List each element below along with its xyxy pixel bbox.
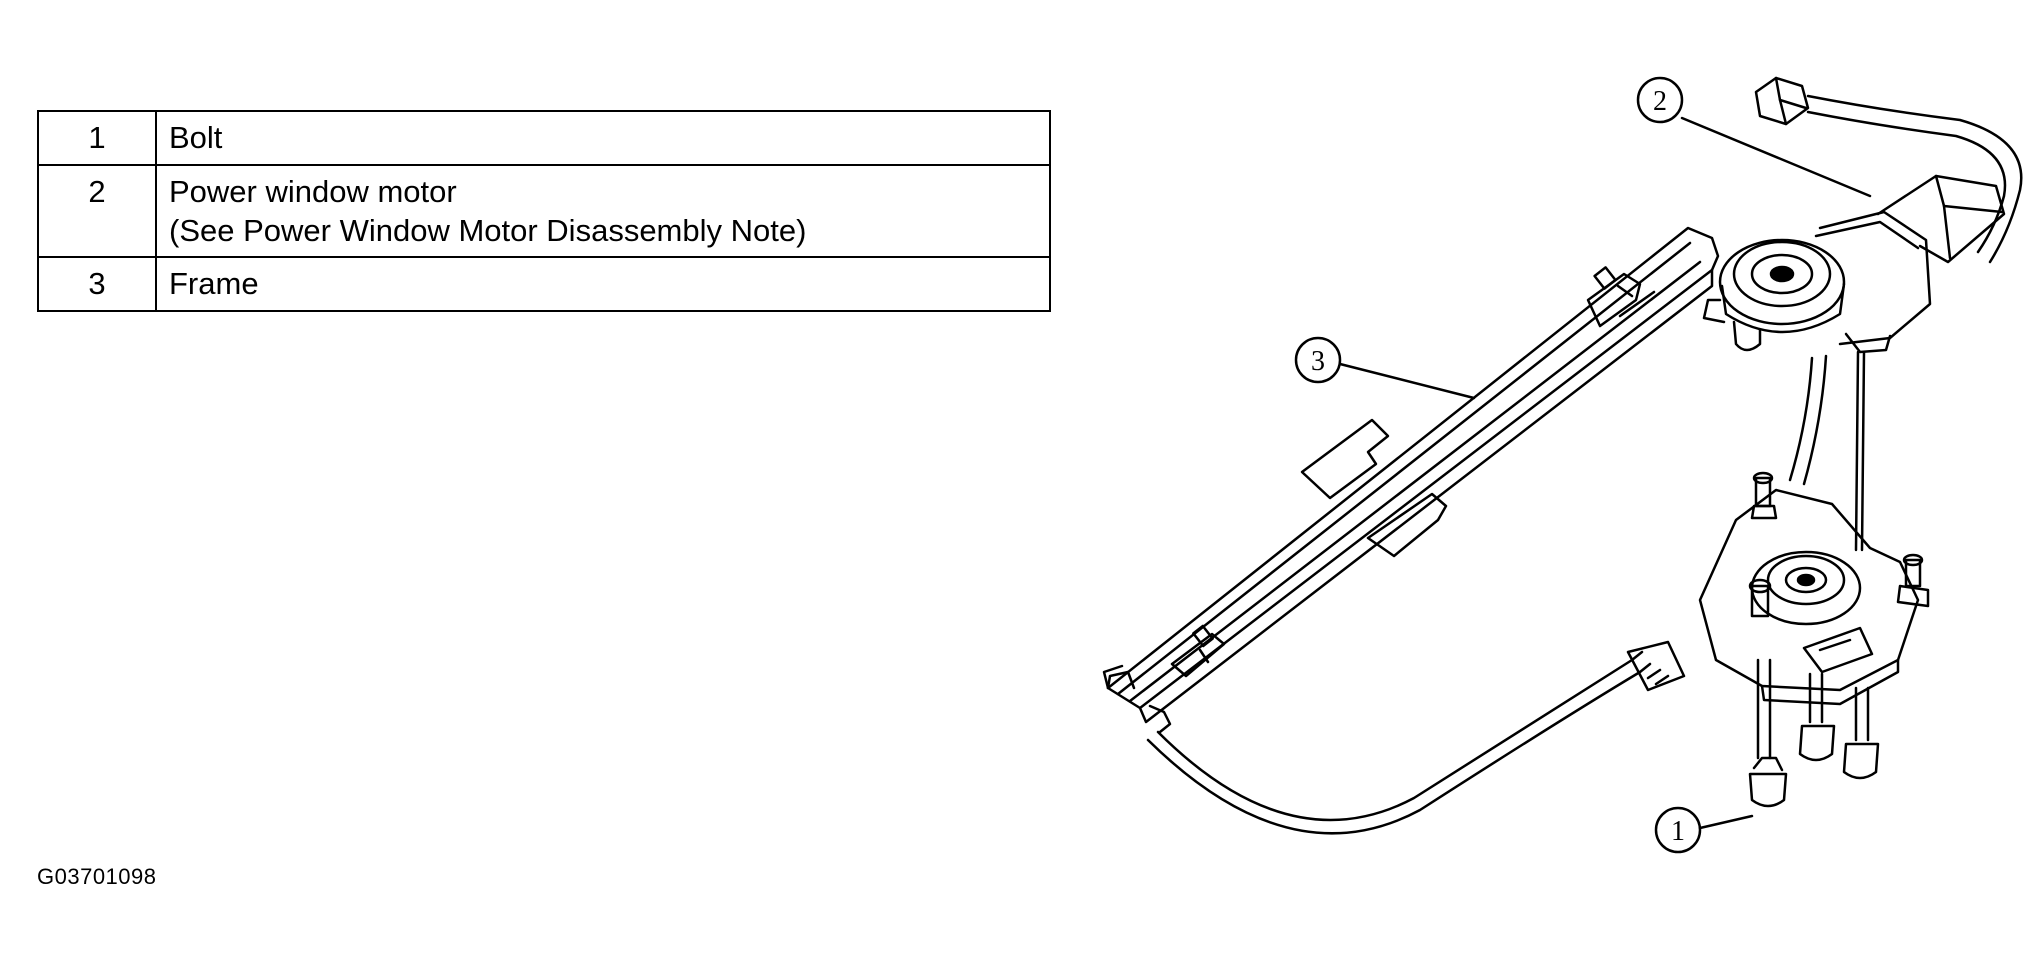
frame-rail bbox=[1102, 226, 1720, 734]
legend-number: 3 bbox=[37, 256, 157, 312]
legend-description-line: Power window motor bbox=[169, 173, 457, 209]
legend-description-line: (See Power Window Motor Disassembly Note… bbox=[169, 212, 807, 248]
bolt bbox=[1842, 686, 1880, 780]
legend-row: 1 Bolt bbox=[37, 110, 1051, 166]
legend-description: Frame bbox=[155, 256, 1051, 312]
callout-2-label: 2 bbox=[1653, 86, 1667, 117]
legend-row: 2 Power window motor (See Power Window M… bbox=[37, 163, 1051, 259]
legend-description-line: Bolt bbox=[169, 120, 223, 155]
parts-legend-table: 1 Bolt 2 Power window motor (See Power W… bbox=[37, 110, 1051, 312]
pulley-bracket bbox=[1698, 471, 1930, 706]
callout-3: 3 bbox=[1294, 336, 1476, 400]
figure-id: G03701098 bbox=[37, 864, 157, 889]
legend-description: Bolt bbox=[155, 110, 1051, 166]
bolt bbox=[1748, 658, 1788, 808]
callout-2: 2 bbox=[1636, 76, 1872, 198]
legend-description-line: Frame bbox=[169, 266, 259, 302]
power-window-motor bbox=[1702, 174, 2006, 354]
harness-connector bbox=[1754, 76, 2023, 264]
legend-description: Power window motor (See Power Window Mot… bbox=[155, 163, 1051, 259]
bolt bbox=[1798, 672, 1836, 762]
legend-number: 1 bbox=[37, 110, 157, 166]
legend-number: 2 bbox=[37, 163, 157, 259]
callout-1: 1 bbox=[1654, 806, 1754, 854]
bolt-group bbox=[1748, 658, 1880, 808]
callout-1-label: 1 bbox=[1671, 816, 1685, 847]
legend-row: 3 Frame bbox=[37, 256, 1051, 312]
callout-3-label: 3 bbox=[1311, 346, 1325, 377]
regulator-cable bbox=[1146, 350, 1866, 835]
